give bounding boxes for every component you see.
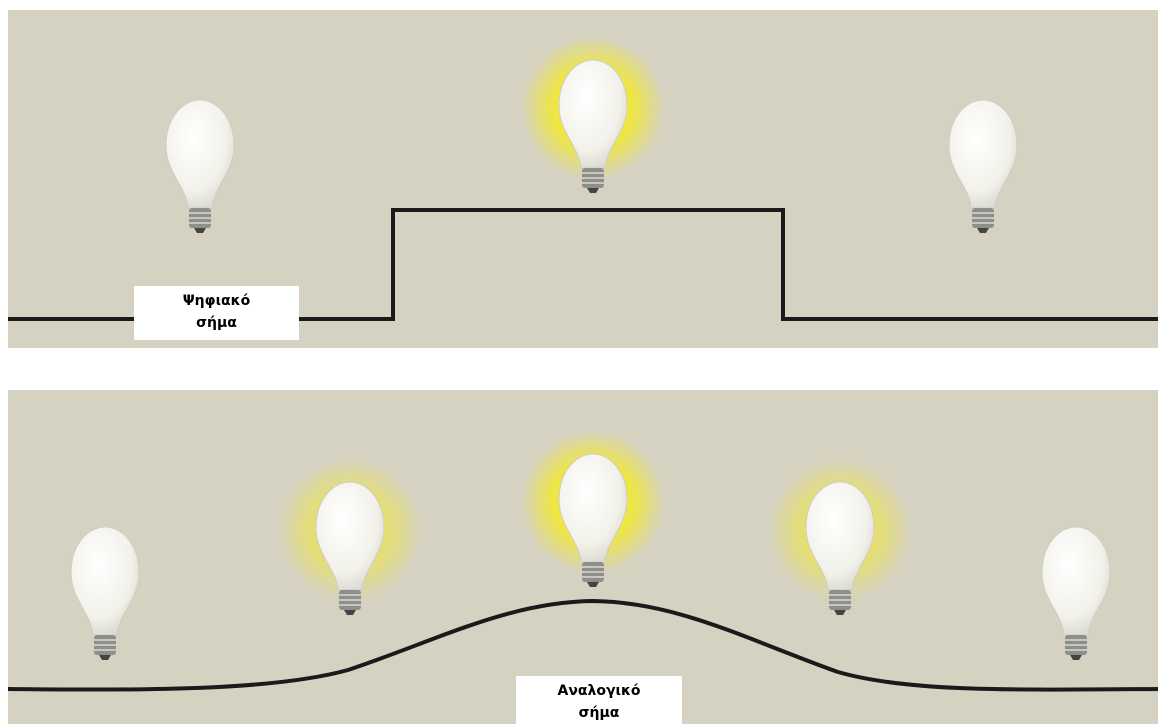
- digital-label-line1: Ψηφιακό: [134, 290, 299, 312]
- analog-bulb-far-right-tip: [1070, 655, 1082, 660]
- analog-bulb-far-left-tip: [99, 655, 111, 660]
- analog-bulb-center-tip: [587, 582, 599, 587]
- analog-signal-panel: Αναλογικό σήμα: [8, 390, 1158, 724]
- digital-bulb-left-tip: [194, 228, 206, 233]
- analog-bulb-left-icon: [278, 458, 422, 615]
- analog-bulb-far-right-icon: [1042, 527, 1110, 660]
- digital-label-line2: σήμα: [134, 312, 299, 334]
- digital-bulb-center-icon: [521, 36, 665, 193]
- analog-bulb-left-tip: [344, 610, 356, 615]
- analog-bulb-far-right-glass: [1042, 527, 1110, 635]
- digital-bulb-right-icon: [949, 100, 1017, 233]
- digital-signal-panel: Ψηφιακό σήμα: [8, 10, 1158, 348]
- analog-bulb-right-icon: [768, 458, 912, 615]
- analog-bulb-right-tip: [834, 610, 846, 615]
- digital-bulb-right-glass: [949, 100, 1017, 208]
- analog-signal-diagram: [8, 390, 1158, 724]
- analog-label-line2: σήμα: [516, 702, 682, 724]
- digital-bulb-left-glass: [166, 100, 234, 208]
- digital-bulb-left-icon: [166, 100, 234, 233]
- analog-bulb-center-icon: [521, 430, 665, 587]
- digital-bulb-center-tip: [587, 188, 599, 193]
- analog-bulb-far-left-icon: [71, 527, 139, 660]
- analog-signal-label: Αναλογικό σήμα: [516, 676, 682, 724]
- digital-signal-label: Ψηφιακό σήμα: [134, 286, 299, 340]
- analog-bulb-far-left-glass: [71, 527, 139, 635]
- analog-label-line1: Αναλογικό: [516, 680, 682, 702]
- digital-bulb-right-tip: [977, 228, 989, 233]
